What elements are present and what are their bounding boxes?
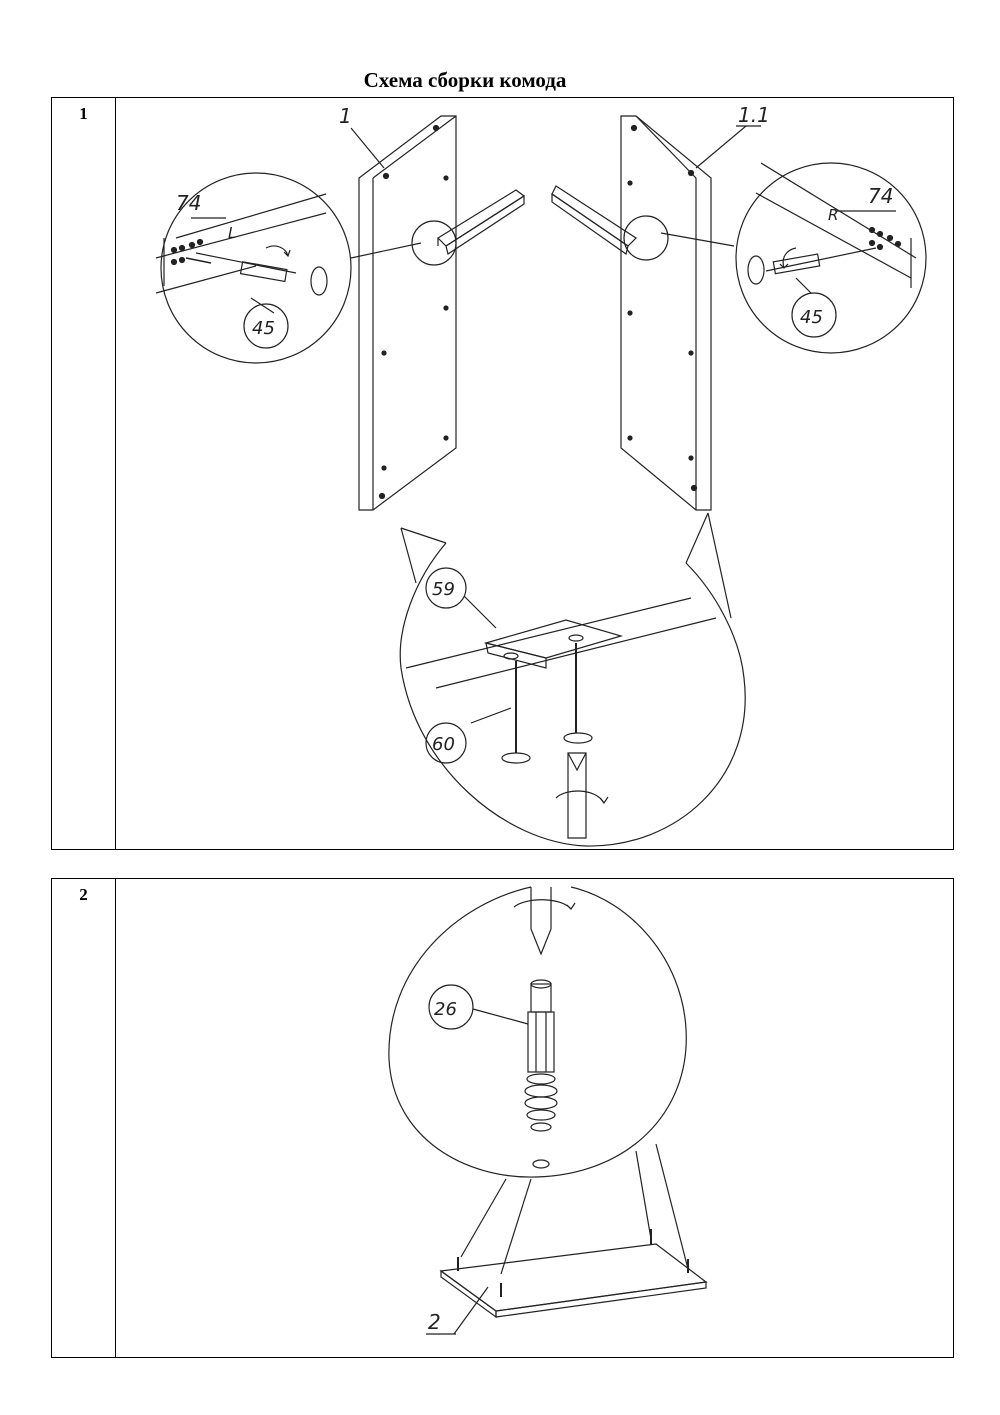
step-number: 1 [52,98,116,849]
callout-glide-screw: 60 [432,734,455,755]
step-2-drawing: 2 26 [388,886,708,1335]
step-number: 2 [52,879,116,1357]
detail-circle-dowel [388,886,687,1178]
step-2-frame: 2 [51,878,954,1358]
callout-glide: 59 [432,579,455,600]
detail-circle-bottom [399,512,746,847]
step-1-illustration: 1 1.1 74 L 74 R 45 45 59 60 [116,98,953,849]
detail-circle-right [623,162,927,354]
detail-circle-left [155,172,457,364]
runner-left [437,189,526,255]
callout-rail-left: 74 [176,191,201,215]
callout-rail-right: 74 [868,184,893,208]
callout-screw-right: 45 [800,307,823,328]
step-1-frame: 1 [51,97,954,850]
callout-left-panel: 1 [339,104,352,128]
step-2-illustration: 2 26 [116,879,953,1357]
runner-right [551,185,637,255]
callout-rail-left-side: L [228,224,236,242]
callout-bottom-panel: 2 [428,1310,441,1334]
callout-dowel: 26 [434,999,457,1020]
callout-screw-left: 45 [252,318,275,339]
side-panel-left [358,115,457,511]
callout-rail-right-side: R [828,206,838,224]
callout-right-panel: 1.1 [738,103,770,127]
step-1-drawing: 1 1.1 74 L 74 R 45 45 59 60 [155,103,927,847]
bottom-panel [439,1229,708,1319]
side-panel-right [620,115,712,511]
page-title: Схема сборки комода [363,68,567,92]
